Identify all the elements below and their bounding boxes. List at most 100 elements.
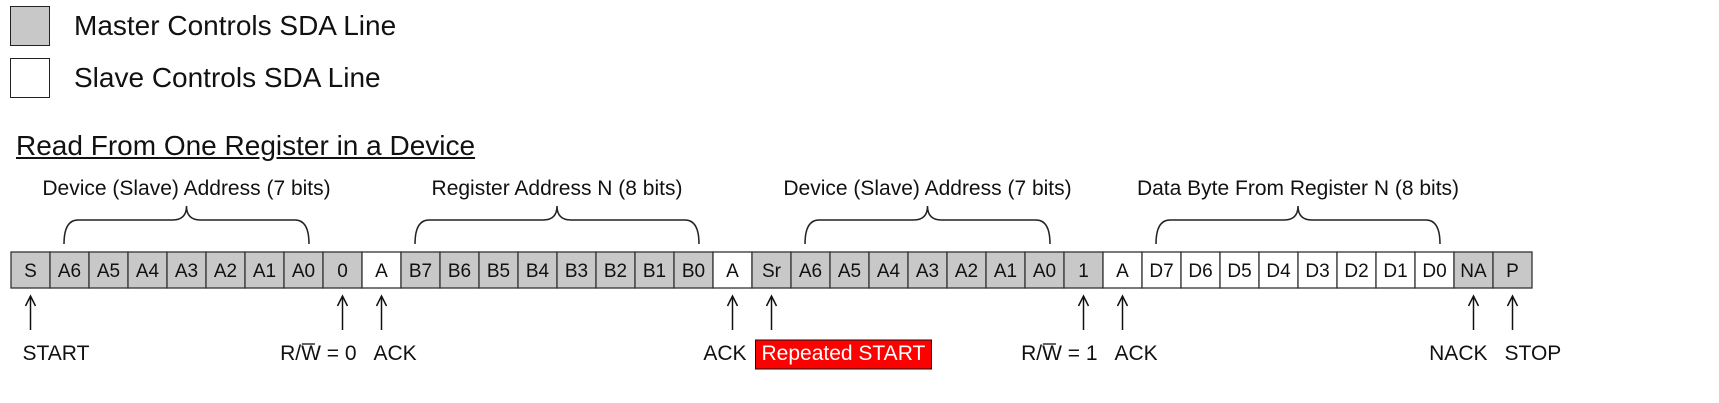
field-brace-label: Register Address N (8 bits): [432, 177, 683, 200]
bit-cell: [1453, 251, 1494, 289]
bit-cell-label: NA: [1460, 261, 1487, 282]
pointer-arrow-head: [765, 294, 778, 307]
slave-swatch: [10, 58, 50, 98]
field-brace-label: Data Byte From Register N (8 bits): [1137, 177, 1459, 200]
bit-cell: [946, 251, 987, 289]
pointer-arrow-head: [726, 294, 739, 307]
bit-cell-label: 1: [1078, 261, 1089, 282]
bit-cell: [751, 251, 792, 289]
bit-cell: [1063, 251, 1104, 289]
pointer-caption: ACK: [374, 342, 417, 365]
bit-cell: [868, 251, 909, 289]
bit-cell-label: D7: [1149, 261, 1173, 282]
bit-cell-label: B4: [526, 261, 550, 282]
bit-cell-label: B1: [643, 261, 666, 282]
field-brace-label: Device (Slave) Address (7 bits): [42, 177, 330, 200]
bit-cell: [1141, 251, 1182, 289]
bit-cell-label: B0: [682, 261, 705, 282]
pointer-caption: R/W = 1: [1021, 342, 1097, 365]
pointer-arrow-head: [1077, 294, 1090, 307]
bit-cell-label: A1: [253, 261, 276, 282]
bit-cell-label: B3: [565, 261, 588, 282]
bit-cell-label: A: [726, 261, 739, 282]
pointer-caption: STOP: [1505, 342, 1562, 365]
master-swatch: [10, 6, 50, 46]
bit-cell: [88, 251, 129, 289]
bit-cell-label: A0: [292, 261, 315, 282]
repeated-start-caption: Repeated START: [762, 342, 926, 365]
pointer-arrow-head: [1116, 294, 1129, 307]
bit-cell-label: D3: [1305, 261, 1329, 282]
bit-cell: [1180, 251, 1221, 289]
bit-cell-label: D2: [1344, 261, 1368, 282]
bit-cell: [907, 251, 948, 289]
bit-cell-label: A3: [175, 261, 198, 282]
bit-cell: [1492, 251, 1533, 289]
bit-cell: [712, 251, 753, 289]
bit-cell-label: D6: [1188, 261, 1212, 282]
bit-cell: [166, 251, 207, 289]
bit-cell-label: D0: [1422, 261, 1446, 282]
pointer-arrow-head: [24, 294, 37, 307]
bit-cell-label: P: [1506, 261, 1519, 282]
bit-cell-label: B2: [604, 261, 627, 282]
repeated-start-highlight: [755, 339, 932, 370]
bit-cell-label: A5: [97, 261, 120, 282]
pointer-caption: ACK: [1115, 342, 1158, 365]
legend-slave-label: Slave Controls SDA Line: [74, 62, 381, 93]
bit-cell-label: B5: [487, 261, 510, 282]
bit-cell: [400, 251, 441, 289]
bit-cell-label: A2: [955, 261, 978, 282]
bit-cell-label: D5: [1227, 261, 1251, 282]
bit-cell-label: A1: [994, 261, 1017, 282]
bit-cell-label: D4: [1266, 261, 1291, 282]
bit-cell: [127, 251, 168, 289]
bit-cell-label: A: [375, 261, 388, 282]
bit-cell: [1414, 251, 1455, 289]
bit-cell: [478, 251, 519, 289]
legend-master: Master Controls SDA Line: [10, 6, 396, 46]
pointer-arrow-head: [1506, 294, 1519, 307]
bit-cell-label: 0: [337, 261, 348, 282]
field-brace: [414, 205, 700, 245]
bit-cell: [1219, 251, 1260, 289]
bit-cell-label: D1: [1383, 261, 1407, 282]
bit-cell: [556, 251, 597, 289]
bit-cell: [790, 251, 831, 289]
bit-cell-label: A0: [1033, 261, 1056, 282]
bit-cell: [1297, 251, 1338, 289]
bit-cell-label: A6: [58, 261, 81, 282]
field-brace: [804, 205, 1051, 245]
bit-cell: [595, 251, 636, 289]
legend-master-label: Master Controls SDA Line: [74, 10, 397, 41]
bit-cell-label: B6: [448, 261, 471, 282]
pointer-caption: NACK: [1429, 342, 1487, 365]
pointer-caption: ACK: [703, 342, 746, 365]
legend-slave: Slave Controls SDA Line: [10, 58, 381, 98]
bit-cell-label: Sr: [762, 261, 782, 282]
bit-cell: [244, 251, 285, 289]
field-brace: [1155, 205, 1441, 245]
bit-cell: [517, 251, 558, 289]
bit-cell-label: A6: [799, 261, 822, 282]
bit-cell: [10, 251, 51, 289]
pointer-caption: R/W = 0: [280, 342, 356, 365]
bit-cell-label: A5: [838, 261, 861, 282]
pointer-arrow-head: [1467, 294, 1480, 307]
diagram-title: Read From One Register in a Device: [16, 130, 476, 161]
bit-cell: [322, 251, 363, 289]
pointer-caption: START: [23, 342, 90, 365]
pointer-arrow-head: [336, 294, 349, 307]
field-brace: [63, 205, 310, 245]
bit-cell: [49, 251, 90, 289]
bit-cell-label: B7: [409, 261, 432, 282]
pointer-arrow-head: [375, 294, 388, 307]
bit-cell-label: S: [24, 261, 37, 282]
bit-cell-label: A4: [877, 261, 901, 282]
bit-cell-label: A4: [136, 261, 160, 282]
bit-cell-label: A3: [916, 261, 939, 282]
bit-cell: [283, 251, 324, 289]
bit-cell-label: A2: [214, 261, 237, 282]
bit-cell-label: A: [1116, 261, 1129, 282]
